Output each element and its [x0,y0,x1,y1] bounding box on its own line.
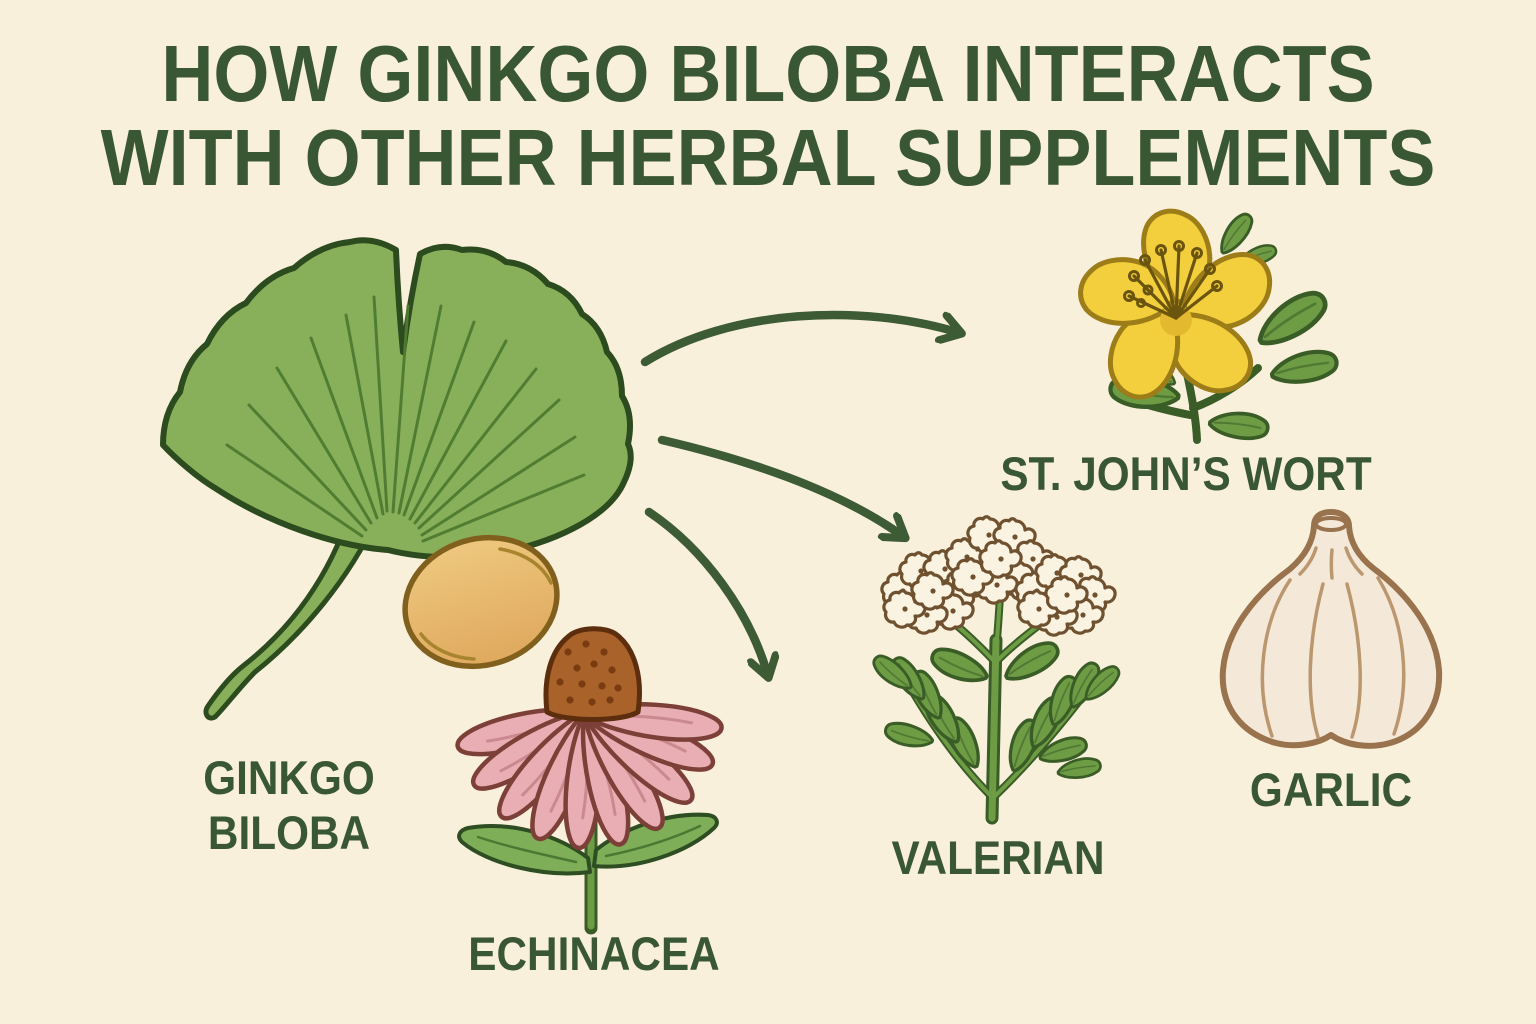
label-ginkgo-biloba: GINKGO BILOBA [203,750,375,860]
ginkgo-stem [203,509,379,721]
label-garlic: GARLIC [1249,763,1413,816]
ginkgo-veins [225,295,586,543]
interaction-arrows [640,310,960,676]
label-st-johns-wort: ST. JOHN’S WORT [1000,447,1372,500]
page-title: HOW GINKGO BILOBA INTERACTS WITH OTHER H… [77,32,1459,200]
ginkgo-blade [160,237,634,561]
label-ginkgo-line-2: BILOBA [207,806,371,859]
arrow-to-valerian [657,435,904,537]
arrow-to-echinacea [644,507,768,676]
ginkgo-seed-icon [402,534,560,670]
garlic-icon [1219,509,1443,749]
label-ginkgo-line-1: GINKGO [203,751,375,804]
arrow-to-st-johns-wort [640,310,960,367]
valerian-icon [868,515,1125,825]
echinacea-cone [543,626,642,722]
st-johns-wort-stamens [1123,240,1223,336]
ginkgo-leaf-icon [160,237,634,721]
page-title-line-2: WITH OTHER HERBAL SUPPLEMENTS [100,113,1436,202]
label-echinacea: ECHINACEA [468,927,720,980]
echinacea-icon [454,626,723,935]
page-title-line-1: HOW GINKGO BILOBA INTERACTS [161,29,1375,118]
echinacea-leaves [457,812,719,876]
st-johns-wort-icon [1073,210,1339,444]
label-valerian: VALERIAN [891,831,1105,884]
